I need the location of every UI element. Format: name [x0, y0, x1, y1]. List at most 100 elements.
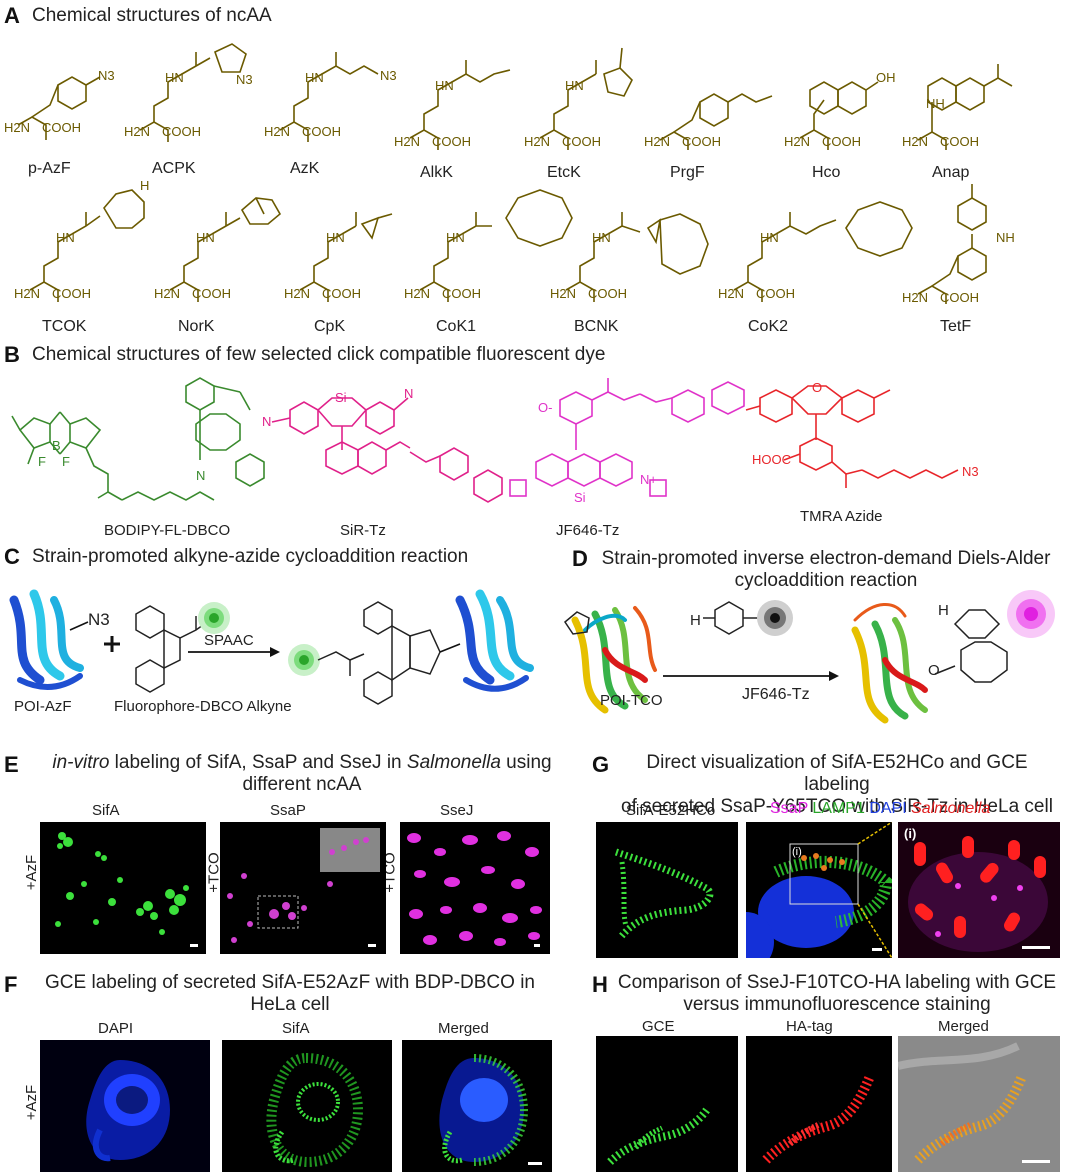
micrograph-e-ssap-dots: [227, 828, 380, 943]
micrograph-h-gce: [596, 1036, 738, 1172]
micrograph-f-merged-cell: [439, 1054, 529, 1166]
panel-c-n3: N3: [88, 610, 110, 629]
panel-title-f-line1: GCE labeling of secreted SifA-E52AzF wit…: [45, 972, 535, 993]
micrograph-f-dapi-cell: [86, 1060, 170, 1162]
micrograph-e-sifa-dots: [55, 832, 189, 935]
chem-text: HN: [165, 70, 184, 85]
micrograph-g-sifa-cell: [614, 848, 714, 941]
panel-f-label-merged: Merged: [438, 1020, 489, 1037]
ncaa-name-tcok: TCOK: [42, 318, 87, 335]
micrograph-f-dapi: [40, 1040, 210, 1172]
dye-name-bodipy: BODIPY-FL-DBCO: [104, 522, 231, 539]
inset-label-i: (i): [792, 846, 802, 858]
scale-bar: [368, 944, 376, 947]
ncaa-name-cpk: CpK: [314, 318, 346, 335]
panel-f-label-sifa: SifA: [282, 1020, 310, 1037]
ncaa-name-nork: NorK: [178, 318, 215, 335]
ncaa-name-alkk: AlkK: [420, 164, 453, 181]
panel-title-a: Chemical structures of ncAA: [32, 5, 272, 26]
panel-e-label-sifa: SifA: [92, 802, 120, 819]
panel-f-side: +AzF: [23, 1084, 41, 1121]
chem-text: H2N: [264, 124, 291, 139]
micrograph-h-merged-cell: [898, 1042, 1027, 1164]
chem-text: COOH: [442, 286, 481, 301]
chem-text: H2N: [524, 134, 551, 149]
chem-text: HN: [435, 78, 454, 93]
chem-text: OH: [876, 70, 896, 85]
panel-e-side-1: +AzF: [23, 854, 41, 891]
panel-title-g: Direct visualization of SifA-E52HCo and …: [612, 752, 1062, 818]
panel-title-e-line2: different ncAA: [242, 774, 362, 795]
chem-text: H2N: [394, 134, 421, 149]
micrograph-e-ssej: [400, 822, 550, 954]
dye-name-tmra: TMRA Azide: [800, 508, 883, 525]
panel-e-label-ssej: SseJ: [440, 802, 474, 819]
micrograph-g-inset-bacteria: [908, 836, 1048, 952]
chem-text: H2N: [154, 286, 181, 301]
chem-text: HN: [760, 230, 779, 245]
chem-text: H2N: [784, 134, 811, 149]
chem-text: N3: [98, 68, 115, 83]
panel-title-d: Strain-promoted inverse electron-demand …: [596, 548, 1056, 592]
chem-text: COOH: [562, 134, 601, 149]
chem-text: N3: [962, 464, 979, 479]
chem-text: H: [140, 178, 150, 193]
ncaa-structures-row1: [17, 43, 1013, 150]
scale-bar: [534, 944, 540, 947]
chem-text: COOH: [940, 290, 979, 305]
chem-text: N3: [236, 72, 253, 87]
chem-text: COOH: [302, 124, 341, 139]
ncaa-name-cok1: CoK1: [436, 318, 477, 335]
chem-text: N+: [640, 472, 657, 487]
chem-text: F: [38, 454, 46, 469]
chem-text: COOH: [52, 286, 91, 301]
panel-h-label-ha: HA-tag: [786, 1018, 833, 1035]
chem-text: H2N: [284, 286, 311, 301]
legend-lamp1: LAMP1: [812, 800, 865, 817]
chem-text: COOH: [588, 286, 627, 301]
panel-d-h2: H: [938, 602, 949, 619]
iedda-scheme: [564, 590, 1055, 724]
panel-title-h: Comparison of SseJ-F10TCO-HA labeling wi…: [612, 972, 1062, 1016]
chem-text: COOH: [192, 286, 231, 301]
micrograph-g-inset: (i): [898, 822, 1060, 958]
micrograph-f-sifa-cell: [266, 1052, 364, 1168]
panel-letter-g: G: [592, 752, 610, 777]
panel-title-e-part1: in-vitro: [52, 752, 110, 773]
chem-text: H2N: [404, 286, 431, 301]
dye-name-jf646: JF646-Tz: [556, 522, 620, 539]
chem-text: COOH: [682, 134, 721, 149]
panel-letter-a: A: [4, 3, 20, 28]
dye-name-sir: SiR-Tz: [340, 522, 386, 539]
scale-bar: [1022, 946, 1050, 949]
ncaa-structures-row2: [29, 184, 987, 304]
chem-text: H2N: [550, 286, 577, 301]
chem-text: F: [62, 454, 70, 469]
micrograph-f-sifa: [222, 1040, 392, 1172]
panel-letter-c: C: [4, 544, 20, 569]
legend-dapi: DAPI: [869, 800, 907, 817]
chem-text: N3: [380, 68, 397, 83]
panel-g-label-col1: SifA-E52HCo: [626, 802, 716, 819]
chem-text: NH: [926, 96, 945, 111]
chem-text: H2N: [124, 124, 151, 139]
chem-text: HN: [565, 78, 584, 93]
chem-text: H2N: [718, 286, 745, 301]
ncaa-name-acpk: ACPK: [152, 160, 196, 177]
chem-text: COOH: [940, 134, 979, 149]
chem-text: N: [196, 468, 206, 483]
panel-d-h: H: [690, 612, 701, 629]
ncaa-name-pazf: p-AzF: [28, 160, 71, 177]
chem-text: H2N: [4, 120, 31, 135]
panel-title-d-line2: cycloaddition reaction: [734, 570, 918, 591]
inset-label-i-2: (i): [904, 826, 917, 841]
chem-text: H2N: [902, 134, 929, 149]
legend-ssap: SsaP: [770, 800, 808, 817]
panel-title-c: Strain-promoted alkyne-azide cycloadditi…: [32, 546, 469, 567]
panel-title-e-part2: labeling of SifA, SsaP and SseJ in: [109, 752, 407, 773]
micrograph-h-gce-cell: [607, 1105, 712, 1165]
micrograph-e-ssap: [220, 822, 386, 954]
panel-title-b: Chemical structures of few selected clic…: [32, 344, 606, 365]
ncaa-name-hco: Hco: [812, 164, 841, 181]
panel-letter-b: B: [4, 342, 20, 367]
